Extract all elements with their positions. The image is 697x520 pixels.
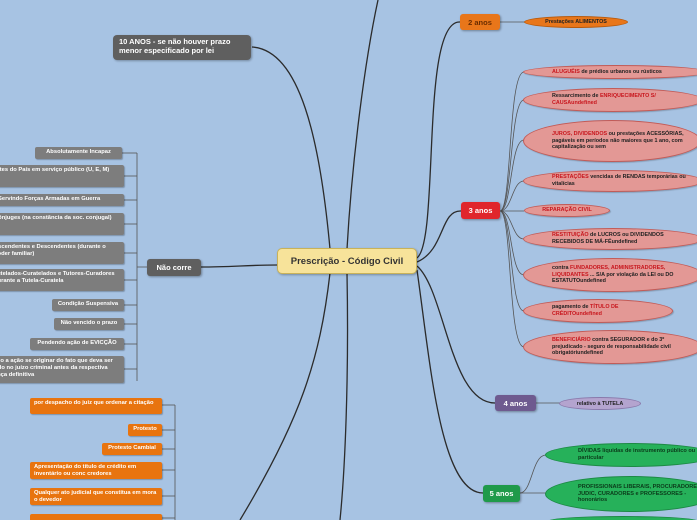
item-text: ou prestações ACESSÓRIAS, pagáveis em pe… [552,130,684,151]
item-highlight: FUNDADORES, ADMINISTRADORES, LIQUIDANTES [552,264,666,278]
nao-corre-item[interactable]: Ausentes do País em serviço público (U, … [0,165,124,187]
three-years-item[interactable]: JUROS, DIVIDENDOS ou prestações ACESSÓRI… [523,120,697,162]
two-years-node[interactable]: 2 anos [460,14,500,30]
item-highlight: TÍTULO DE CRÉDITOundefined [552,304,619,317]
item-text: vencidas de RENDAS temporárias ou vitalí… [552,174,686,187]
item-text: de LUCROS ou DIVIDENDOS RECEBIDOS DE MÁ-… [552,232,664,245]
nao-corre-item[interactable]: Absolutamente Incapaz [35,147,122,159]
central-topic[interactable]: Prescrição - Código Civil [277,248,417,274]
four-years-node[interactable]: 4 anos [495,395,536,411]
item-text: Ressarcimento de [552,93,600,100]
item-text: pagamento de [552,304,591,311]
interruption-item-partial[interactable] [30,514,162,520]
nao-corre-item[interactable]: Quando a ação se originar do fato que de… [0,356,124,383]
three-years-item[interactable]: Ressarcimento de ENRIQUECIMENTO S/ CAUSA… [523,88,697,112]
two-years-item[interactable]: Prestações ALIMENTOS [524,16,628,28]
five-years-item[interactable]: PROFISSIONAIS LIBERAIS, PROCURADORES JUD… [545,476,697,512]
item-highlight: RESTITUIÇÃO [552,232,589,239]
three-years-item[interactable]: BENEFICIÁRIO contra SEGURADOR e do 3º pr… [523,330,697,364]
nao-corre-item[interactable]: Tutelados-Curatelados e Tutores-Curadore… [0,269,124,291]
interruption-item[interactable]: Protesto [128,424,162,436]
item-highlight: ALUGUÉIS [552,68,580,75]
item-highlight: ENRIQUECIMENTO S/ CAUSAundefined [552,93,656,106]
item-text: contra [552,264,570,271]
three-years-item[interactable]: ALUGUÉIS de prédios urbanos ou rústicos [523,65,697,79]
nao-corre-item[interactable]: Pendendo ação de EVICÇÃO [30,338,124,350]
five-years-item[interactable]: DÍVIDAS líquidas de instrumento público … [545,443,697,467]
item-highlight: REPARAÇÃO CIVIL [542,207,592,214]
three-years-item[interactable]: contra FUNDADORES, ADMINISTRADORES, LIQU… [523,258,697,292]
interruption-item[interactable]: Protesto Cambial [102,443,162,455]
nao-corre-item[interactable]: Não vencido o prazo [54,318,124,330]
nao-corre-item[interactable]: Cônjuges (na constância da soc. conjugal… [0,213,124,235]
item-text: ... S/A por violação da LEI ou DO ESTATU… [552,271,674,285]
interruption-item[interactable]: Apresentação do título de crédito em inv… [30,462,162,479]
three-years-item[interactable]: RESTITUIÇÃO de LUCROS ou DIVIDENDOS RECE… [523,228,697,250]
five-years-node[interactable]: 5 anos [483,485,520,502]
three-years-item[interactable]: REPARAÇÃO CIVIL [524,204,610,217]
nao-corre-item[interactable]: Servindo Forças Armadas em Guerra [0,194,124,206]
item-highlight: BENEFICIÁRIO [552,336,591,343]
item-highlight: DÍVIDAS [578,448,601,455]
interruption-item[interactable]: Qualquer ato judicial que constitua em m… [30,488,162,505]
item-highlight: PROFISSIONAIS LIBERAIS, PROCURADORES JUD… [578,483,697,497]
item-highlight: JUROS, DIVIDENDOS [552,130,608,137]
three-years-item[interactable]: PRESTAÇÕES vencidas de RENDAS temporária… [523,170,697,192]
nao-corre-item[interactable]: Ascendentes e Descendentes (durante o po… [0,242,124,264]
interruption-item[interactable]: por despacho do juiz que ordenar a citaç… [30,398,162,414]
item-text: líquidas de instrumento público ou parti… [578,448,696,461]
nao-corre-item[interactable]: Condição Suspensiva [52,299,124,311]
three-years-node[interactable]: 3 anos [461,202,500,219]
item-text: de prédios urbanos ou rústicos [579,68,662,75]
three-years-item[interactable]: pagamento de TÍTULO DE CRÉDITOundefined [523,299,673,323]
item-text: contra SEGURADOR e do 3º prejudicado - s… [552,336,671,357]
nao-corre-node[interactable]: Não corre [147,259,201,276]
item-text: - honorários [578,490,687,504]
ten-years-node[interactable]: 10 ANOS - se não houver prazo menor espe… [113,35,251,60]
four-years-item[interactable]: relativo à TUTELA [559,397,641,410]
five-years-item-partial[interactable] [548,516,697,520]
item-highlight: PRESTAÇÕES [552,174,589,181]
